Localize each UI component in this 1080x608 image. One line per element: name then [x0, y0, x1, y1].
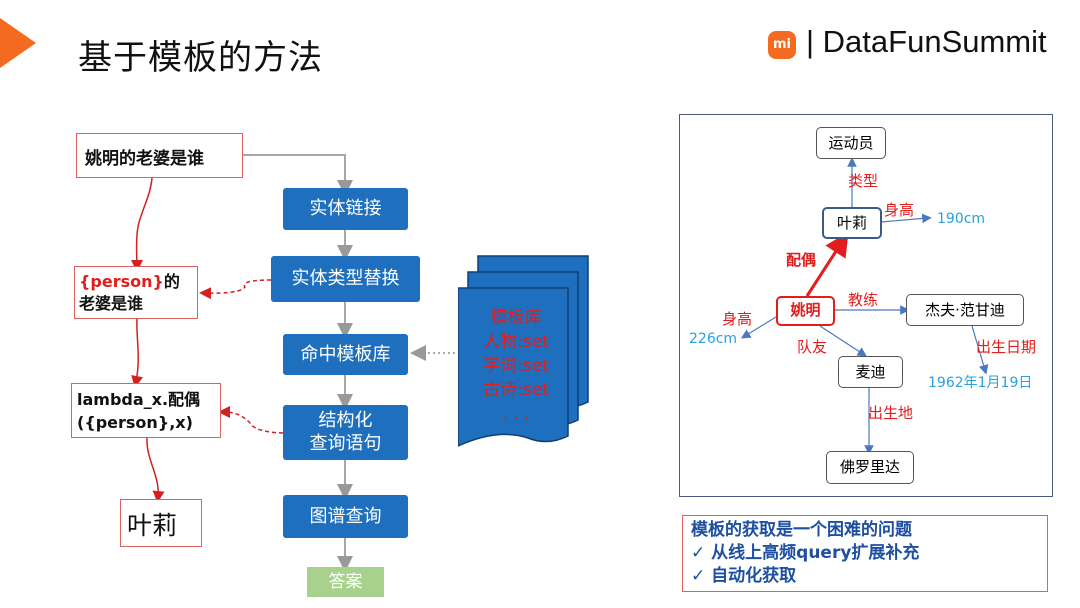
graph-edges	[740, 157, 989, 455]
library-title: 模板库	[490, 308, 542, 328]
brand-name: | DataFunSummit	[806, 24, 1047, 59]
library-poem: 古诗:set	[483, 380, 549, 400]
notes-box: 模板的获取是一个困难的问题 ✓ 从线上高频query扩展补充 ✓ 自动化获取	[682, 515, 1048, 592]
step-structured-query: 结构化 查询语句	[283, 405, 408, 460]
question-box: 姚明的老婆是谁	[76, 133, 243, 178]
person-placeholder: {person}	[79, 272, 164, 291]
edge-spouse-label: 配偶	[786, 251, 817, 269]
edge-teammate-label: 队友	[797, 338, 828, 356]
template-library-icon	[458, 255, 589, 447]
node-yeli: 叶莉	[822, 207, 882, 239]
notes-title: 模板的获取是一个困难的问题	[691, 520, 912, 540]
final-answer-box: 答案	[307, 567, 384, 597]
lambda-box: lambda_x.配偶 ({person},x)	[71, 383, 221, 438]
value-birthdate: 1962年1月19日	[928, 375, 1033, 391]
edge-type-label: 类型	[848, 172, 879, 190]
step-graph-query: 图谱查询	[283, 495, 408, 538]
lambda-line2: ({person},x)	[77, 413, 193, 432]
library-person: 人物:set	[483, 332, 549, 352]
step-match-template: 命中模板库	[283, 334, 408, 375]
step-entity-type-replace: 实体类型替换	[271, 256, 420, 302]
library-word: 字词:set	[483, 356, 549, 376]
node-teammate: 麦迪	[838, 356, 903, 388]
notes-item-1: ✓ 从线上高频query扩展补充	[691, 543, 920, 563]
value-yeli-height: 190cm	[937, 211, 986, 227]
edge-height-yao-label: 身高	[722, 310, 753, 328]
template-suffix: 的	[163, 272, 180, 291]
template-box: {person}的 老婆是谁	[74, 266, 198, 319]
edge-coach-label: 教练	[848, 291, 879, 309]
edge-birthdate-label: 出生日期	[976, 338, 1037, 356]
node-coach: 杰夫·范甘迪	[906, 294, 1024, 326]
template-line2: 老婆是谁	[79, 294, 144, 313]
node-florida: 佛罗里达	[826, 451, 914, 484]
lambda-line1: lambda_x.配偶	[77, 390, 201, 409]
edge-height-yeli-label: 身高	[884, 201, 915, 219]
brand-logo-icon: mi	[768, 31, 796, 59]
template-library-text: 模板库 人物:set 字词:set 古诗:set . . .	[470, 306, 562, 426]
library-more: . . .	[502, 404, 530, 424]
answer-box: 叶莉	[120, 499, 202, 547]
page-title: 基于模板的方法	[78, 38, 323, 78]
step-structured-line1: 结构化	[318, 410, 373, 431]
edge-birthplace-label: 出生地	[868, 404, 914, 422]
node-athlete: 运动员	[816, 127, 886, 159]
orange-arrow-icon	[0, 18, 36, 68]
value-yao-height: 226cm	[689, 331, 738, 347]
step-structured-line2: 查询语句	[309, 433, 382, 454]
notes-item-2: ✓ 自动化获取	[691, 566, 797, 586]
node-yaoming: 姚明	[776, 296, 835, 326]
step-entity-linking: 实体链接	[283, 188, 408, 230]
knowledge-graph-panel	[679, 114, 1053, 497]
